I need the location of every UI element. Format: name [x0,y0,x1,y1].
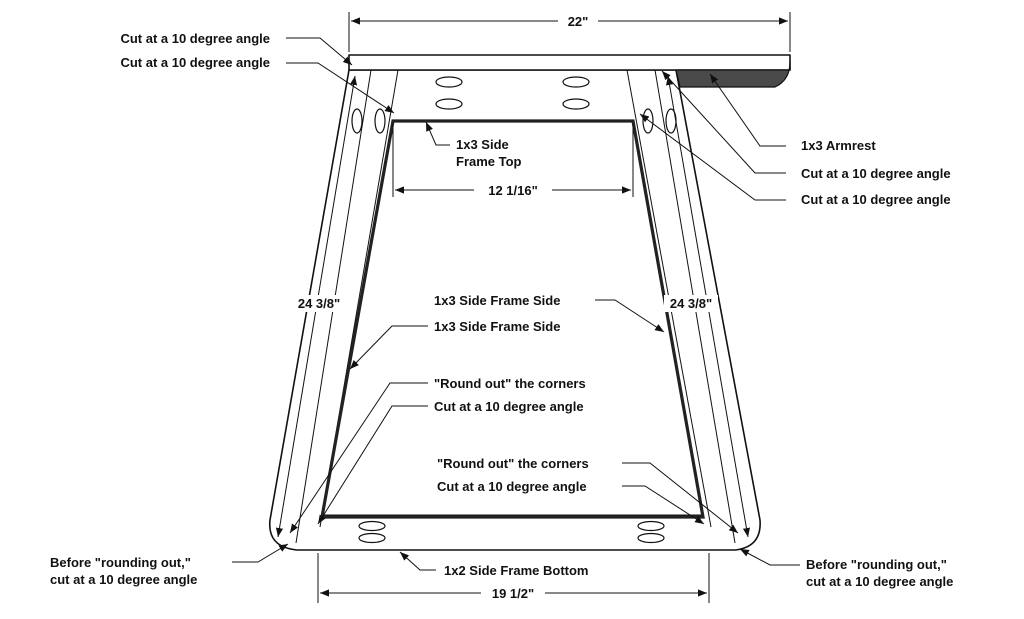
label-cut-top-right-2: Cut at a 10 degree angle [801,192,951,207]
label-frame-side-left: 1x3 Side Frame Side [434,319,560,334]
label-armrest: 1x3 Armrest [801,138,876,153]
screw-hole [637,520,665,532]
dimension-label-bg [558,12,598,30]
leader-frame-bottom [399,551,436,571]
leader-cut-top-right-1 [661,70,786,174]
screw-hole [435,98,463,110]
label-frame-side-right: 1x3 Side Frame Side [434,293,560,308]
dimension-top-width: 22" [568,14,589,29]
leader-round-corners-left [289,382,428,534]
label-cut-top-right-1: Cut at a 10 degree angle [801,166,951,181]
label-before-rounding-left-line1: Before "rounding out," [50,555,191,570]
label-cut-bottom-left: Cut at a 10 degree angle [434,399,584,414]
label-round-corners-left: "Round out" the corners [434,376,586,391]
label-cut-top-left-1: Cut at a 10 degree angle [120,31,270,46]
dimension-right-side-length: 24 3/8" [670,296,712,311]
leader-before-rounding-left [232,543,289,563]
leader-frame-side-right [595,299,665,333]
screw-hole [358,520,386,532]
screw-hole [642,108,654,134]
label-cut-top-left-2: Cut at a 10 degree angle [120,55,270,70]
screw-hole [562,98,590,110]
dimension-bottom-width: 19 1/2" [492,586,534,601]
dimension-left-side-length: 24 3/8" [298,296,340,311]
label-frame-top-line2: Frame Top [456,154,522,169]
leader-cut-top-left-2 [286,62,395,114]
leader-before-rounding-right [739,548,800,566]
outer-side-frame [268,69,761,551]
leader-armrest [709,73,786,147]
leader-cut-top-right-2 [639,113,786,201]
leader-round-corners-right [622,462,739,534]
leader-cut-bottom-left [317,405,428,525]
label-cut-bottom-right: Cut at a 10 degree angle [437,479,587,494]
label-frame-bottom: 1x2 Side Frame Bottom [444,563,589,578]
leader-cut-top-left-1 [286,37,353,66]
label-before-rounding-right-line2: cut at a 10 degree angle [806,574,953,589]
dimension-label-bg [474,182,552,199]
label-round-corners-right: "Round out" the corners [437,456,589,471]
screw-hole [374,108,386,134]
leader-frame-side-left [349,325,428,370]
leader-frame-top [425,121,450,146]
label-before-rounding-right-line1: Before "rounding out," [806,557,947,572]
dimension-label-bg [664,295,718,312]
dimension-label-bg [292,295,346,312]
armrest-board [348,54,791,71]
dimension-inner-top-width: 12 1/16" [488,183,538,198]
screw-hole [637,532,665,544]
dimension-label-bg [481,584,545,602]
label-before-rounding-left-line2: cut at a 10 degree angle [50,572,197,587]
leader-cut-bottom-right [622,485,705,525]
label-frame-top-line1: 1x3 Side [456,137,509,152]
screw-hole [351,108,363,134]
screw-hole [435,76,463,88]
screw-hole [358,532,386,544]
screw-hole [562,76,590,88]
